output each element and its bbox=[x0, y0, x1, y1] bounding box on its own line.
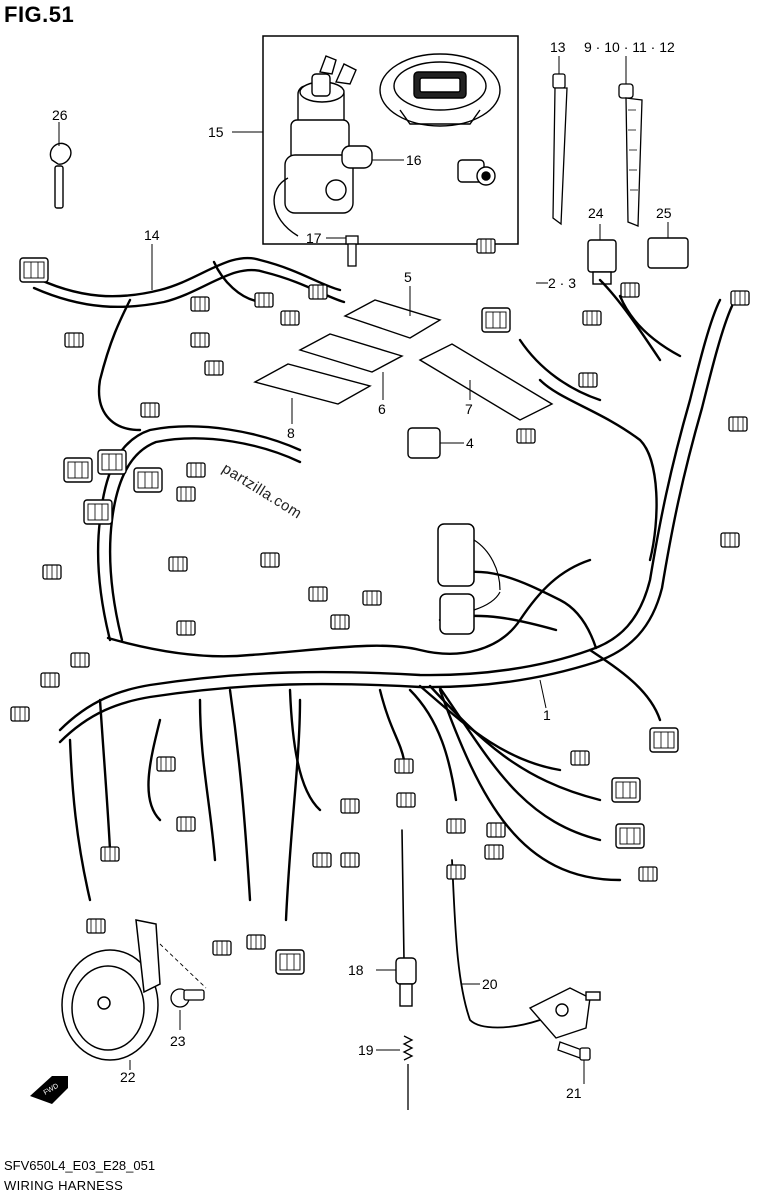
callout-14: 14 bbox=[144, 227, 160, 243]
callout-22: 22 bbox=[120, 1069, 136, 1085]
callout-15: 15 bbox=[208, 124, 224, 140]
callout-4: 4 bbox=[466, 435, 474, 451]
callout-25: 25 bbox=[656, 205, 672, 221]
speed-sensor bbox=[462, 983, 601, 1039]
callout-2-3: 2 · 3 bbox=[548, 275, 576, 291]
callout-21: 21 bbox=[566, 1085, 582, 1101]
lock-set-box bbox=[262, 35, 519, 245]
tape-pads bbox=[253, 299, 554, 421]
relay-24 bbox=[587, 224, 617, 285]
callout-1: 1 bbox=[543, 707, 551, 723]
figure-code: SFV650L4_E03_E28_051 bbox=[4, 1158, 156, 1173]
callout-13: 13 bbox=[550, 39, 566, 55]
ignition-key bbox=[49, 128, 72, 209]
callout-18: 18 bbox=[348, 962, 364, 978]
callout-23: 23 bbox=[170, 1033, 186, 1049]
bolt-21 bbox=[557, 1041, 591, 1084]
cable-tie-13 bbox=[552, 56, 568, 226]
ignition-switch bbox=[273, 55, 373, 237]
spring-19 bbox=[376, 1035, 414, 1110]
callout-26: 26 bbox=[52, 107, 68, 123]
fuel-cap bbox=[379, 53, 501, 127]
callout-20: 20 bbox=[482, 976, 498, 992]
callout-19: 19 bbox=[358, 1042, 374, 1058]
callout-9-12: 9 · 10 · 11 · 12 bbox=[584, 39, 675, 55]
figure-title: FIG.51 bbox=[4, 2, 75, 27]
fwd-arrow-icon: FWD bbox=[30, 1076, 68, 1104]
seat-lock bbox=[457, 159, 496, 186]
callout-24: 24 bbox=[588, 205, 604, 221]
callout-labels: 1 2 · 3 4 5 6 7 8 9 · 10 · 11 · 12 13 14… bbox=[52, 39, 675, 1101]
callout-17: 17 bbox=[306, 230, 322, 246]
horn-bolt-23 bbox=[159, 943, 207, 1030]
callout-8: 8 bbox=[287, 425, 295, 441]
main-harness bbox=[28, 256, 734, 1029]
pad-leaders bbox=[291, 286, 471, 424]
brake-switch bbox=[376, 957, 417, 1007]
misc-leaders bbox=[58, 122, 547, 709]
bolt-17 bbox=[326, 235, 359, 267]
figure-name: WIRING HARNESS bbox=[4, 1178, 124, 1193]
relay-25 bbox=[647, 222, 689, 269]
cable-tie-clamp bbox=[618, 56, 643, 227]
connector-block-4 bbox=[407, 427, 464, 459]
horn bbox=[61, 919, 161, 1070]
callout-6: 6 bbox=[378, 401, 386, 417]
ecu-connectors bbox=[437, 523, 501, 635]
callout-7: 7 bbox=[465, 401, 473, 417]
callout-16: 16 bbox=[406, 152, 422, 168]
callout-5: 5 bbox=[404, 269, 412, 285]
